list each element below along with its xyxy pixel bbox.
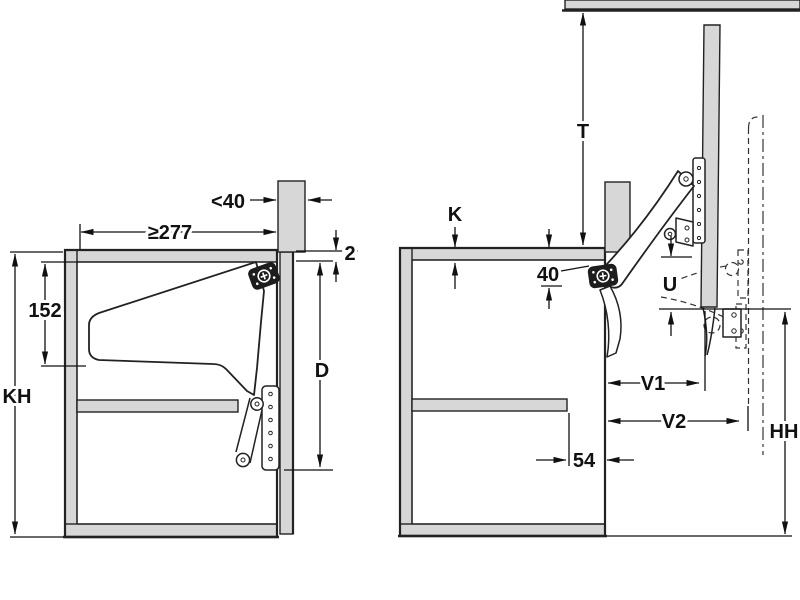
dim-v2: V2	[607, 406, 749, 436]
dim-hh: HH	[607, 308, 800, 537]
phantom-door-top-corner	[747, 116, 759, 129]
dim-label-2: 2	[344, 243, 355, 265]
dim-label-d: D	[315, 360, 329, 382]
dim-k: K	[445, 201, 466, 289]
dim-label-kh: KH	[3, 386, 32, 408]
top-pivot-fitting-open	[587, 263, 619, 289]
door-closed	[279, 251, 295, 535]
dim-label-54: 54	[573, 450, 596, 472]
fascia-block-left	[277, 180, 306, 253]
phantom-leader-upper	[662, 265, 727, 287]
dim-t: T	[574, 12, 592, 246]
dim-label-277: ≥277	[148, 222, 192, 244]
phantom-pivot-upper	[724, 261, 740, 277]
dimensions-right: T K 40 U	[445, 12, 800, 537]
cabinet-outline-open	[398, 246, 607, 538]
dim-152: 152	[25, 261, 86, 367]
dim-d: D	[284, 262, 333, 471]
dim-label-40: 40	[537, 264, 559, 286]
cabinet-bottom-panel	[64, 523, 278, 538]
dim-label-v1: V1	[641, 373, 665, 395]
mounting-bracket-plate	[261, 385, 280, 471]
dim-kh: KH	[0, 251, 63, 538]
dim-label-lt40: <40	[211, 191, 245, 213]
arm-elbow-pin	[683, 176, 689, 182]
dim-label-t: T	[577, 121, 589, 143]
dim-54: 54	[536, 413, 634, 475]
ceiling-panel	[564, 0, 800, 10]
cabinet-bottom-panel-open	[399, 523, 606, 537]
phantom-leader-lower	[660, 296, 731, 321]
cabinet-top-panel	[64, 249, 278, 263]
lift-mechanism-closed	[88, 261, 280, 471]
cabinet-left-wall-open	[399, 247, 413, 537]
mid-link-bracket	[675, 217, 694, 247]
cabinet-body-closed	[63, 248, 279, 539]
door-panel-closed	[279, 251, 294, 535]
shelf-closed	[76, 399, 239, 413]
dim-pivot-40: 40	[534, 229, 590, 309]
arm-pivot-lower-pin	[240, 457, 246, 463]
door-open	[700, 24, 742, 357]
dim-top-gap-2: 2	[296, 230, 359, 282]
door-plate-holes	[696, 165, 702, 241]
cabinet-left-wall	[64, 249, 78, 538]
shelf-open	[411, 398, 568, 412]
dim-fascia-max-40: <40	[208, 188, 332, 216]
dimensions-left: KH 152 ≥277 <40	[0, 188, 359, 538]
right-view-open: T K 40 U	[398, 0, 800, 538]
lift-arm-housing	[88, 261, 265, 396]
ceiling	[562, 0, 800, 12]
dim-label-v2: V2	[662, 411, 686, 433]
bracket-holes	[268, 391, 273, 462]
phantom-bracket-upper	[737, 249, 749, 299]
dim-v1: V1	[607, 311, 706, 398]
dim-label-u: U	[663, 274, 677, 296]
lift-arm-tail	[599, 285, 622, 358]
cabinet-inner-lines-open	[411, 259, 605, 525]
lift-arm-link	[235, 397, 263, 464]
left-view-closed: KH 152 ≥277 <40	[0, 180, 359, 539]
arm-pivot-upper-pin	[254, 401, 260, 407]
top-pivot-fitting-closed	[248, 262, 280, 290]
dim-label-152: 152	[28, 300, 61, 322]
cabinet-top-panel-open	[399, 247, 606, 261]
dim-min-depth-277: ≥277	[79, 219, 277, 249]
dim-label-hh: HH	[770, 421, 799, 443]
cabinet-body-open	[398, 246, 607, 538]
door-mounting-plate	[692, 157, 706, 244]
dim-u: U	[660, 236, 692, 336]
cabinet-inner-lines	[76, 261, 277, 525]
dim-label-k: K	[448, 204, 463, 226]
fascia-block-right	[604, 181, 631, 253]
arm-mid-pin	[667, 231, 673, 237]
lift-mechanism-open	[587, 157, 706, 358]
